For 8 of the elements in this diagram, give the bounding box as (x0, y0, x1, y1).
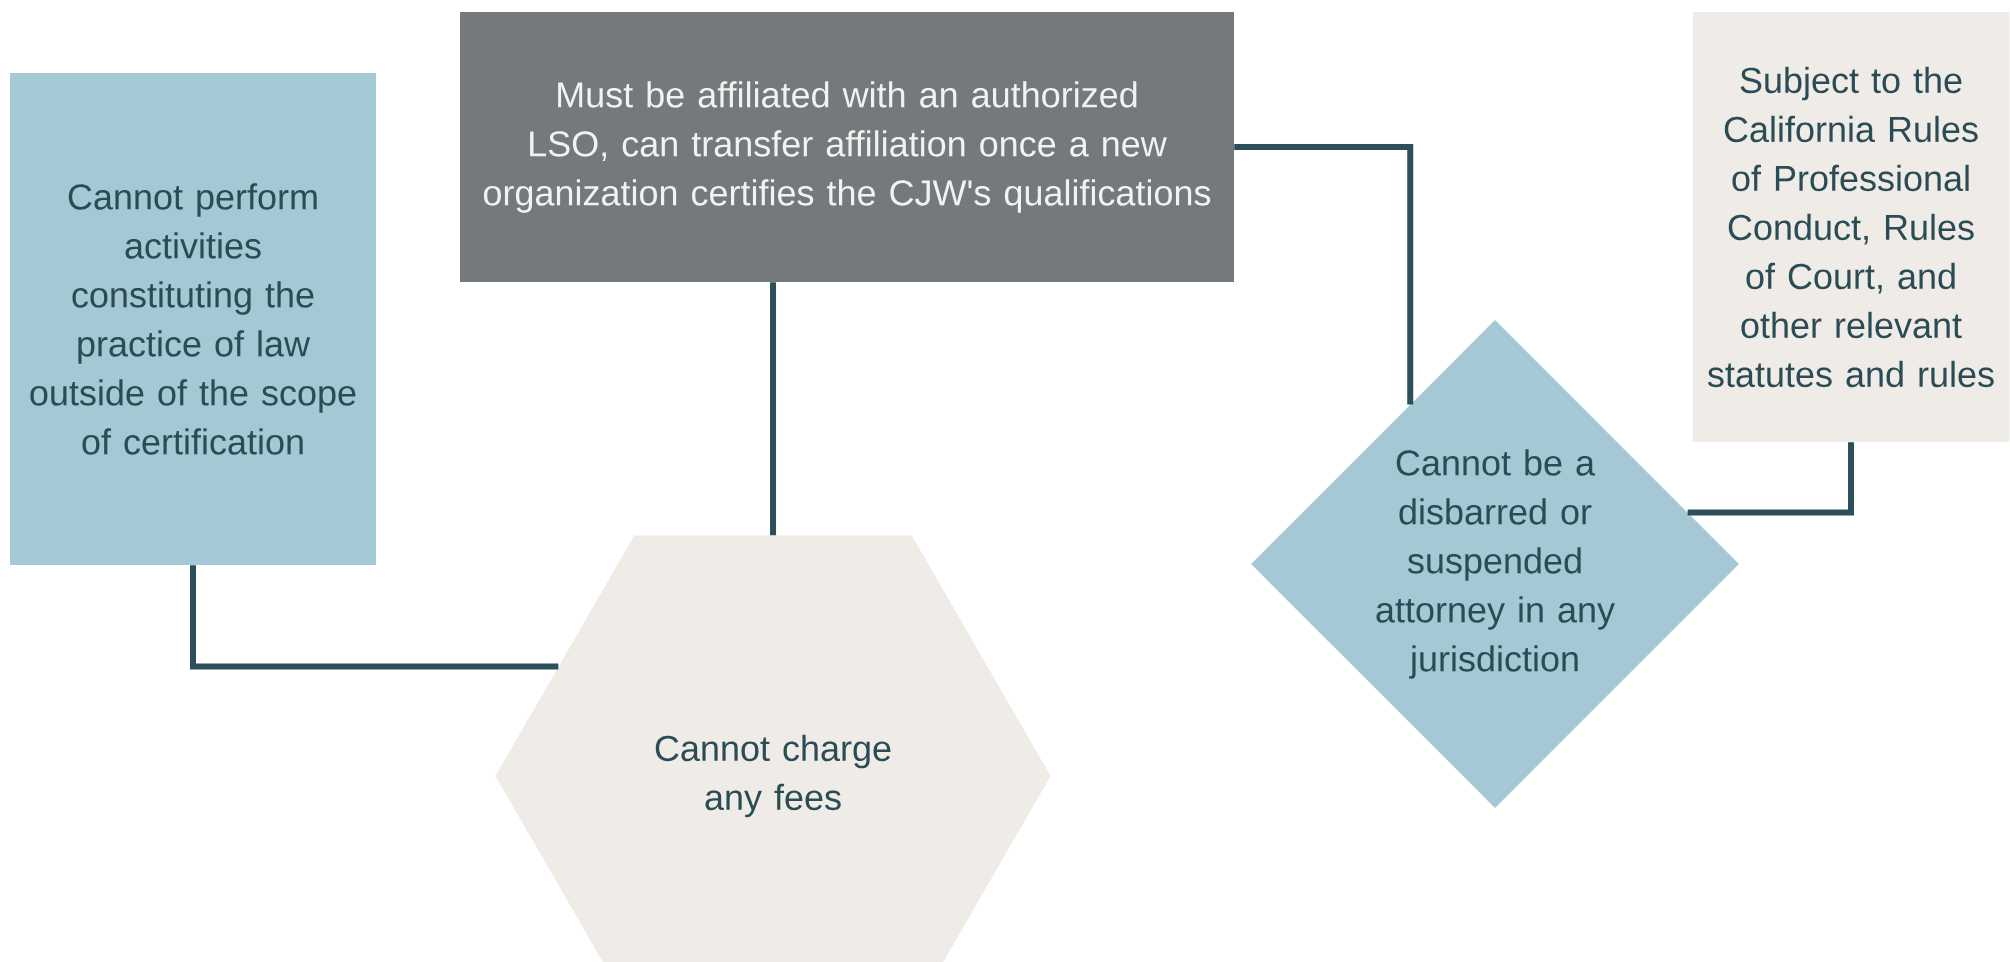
connector-line (1687, 442, 1854, 516)
connector-line (770, 282, 777, 536)
info-box: Subject to the California Rules of Professional Conduct, Rules of Court, and other relevant statutes and rules (1692, 12, 2010, 442)
info-box: Cannot perform activities constituting the practice of law outside of the scope of certification (10, 73, 376, 565)
info-hexagon: Cannot charge any fees (495, 535, 1051, 962)
connector-line (1234, 144, 1414, 405)
info-box: Must be affiliated with an authorized LSO, can transfer affiliation once a new organization certifies the CJW's qualifications (460, 12, 1234, 282)
connector-line (190, 565, 559, 670)
